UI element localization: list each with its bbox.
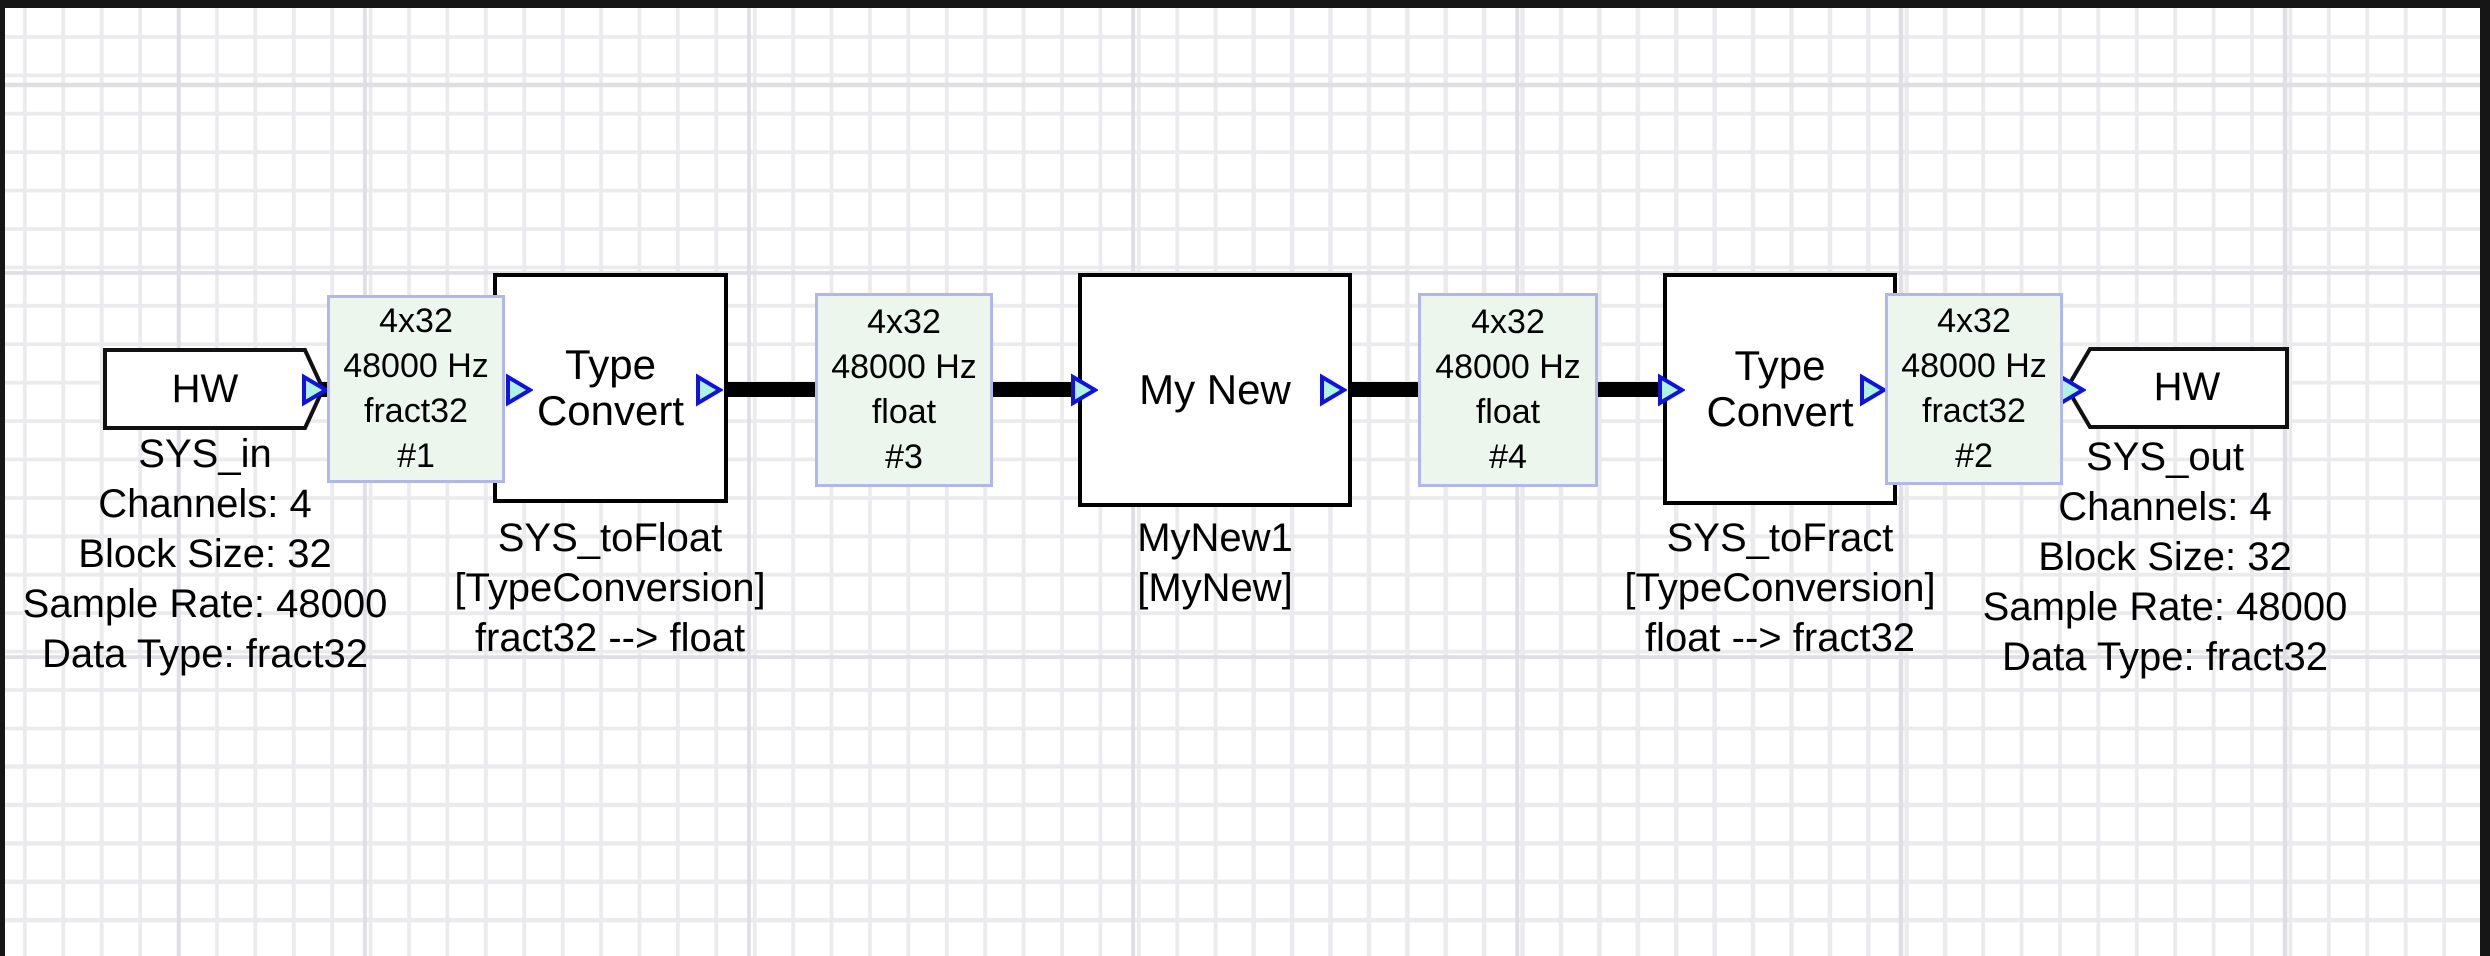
instance-name: SYS_toFloat	[497, 516, 723, 560]
caption-sys-tofract: SYS_toFract [TypeConversion] float --> f…	[1624, 513, 1935, 663]
instance-name: MyNew1	[1137, 516, 1293, 560]
wire-size: 4x32	[379, 302, 453, 340]
hw-output-block[interactable]	[2065, 346, 2289, 430]
window-border-left	[0, 0, 5, 956]
wire-number: #4	[1489, 438, 1527, 476]
conversion: float --> fract32	[1644, 616, 1916, 660]
wire-dtype: float	[871, 393, 937, 431]
module-mynew1[interactable]: My New	[1078, 273, 1352, 507]
output-pin-icon[interactable]	[1859, 373, 1887, 407]
wire-annotation-4[interactable]: 4x32 48000 Hz float #4	[1418, 293, 1598, 487]
module-class: [MyNew]	[1137, 566, 1293, 610]
module-title: Type Convert	[1706, 342, 1854, 435]
wire-size: 4x32	[1471, 303, 1545, 341]
wire-annotation-1[interactable]: 4x32 48000 Hz fract32 #1	[327, 295, 505, 483]
instance-name: SYS_in	[138, 432, 272, 476]
wire-size: 4x32	[1937, 302, 2011, 340]
hw-input-block[interactable]	[103, 348, 327, 432]
caption-sys-in: SYS_in Channels: 4 Block Size: 32 Sample…	[23, 429, 388, 679]
input-pin-icon[interactable]	[1070, 373, 1098, 407]
detail-line: Block Size: 32	[2038, 535, 2292, 579]
hw-output-label: HW	[2153, 365, 2221, 409]
wire-annotation-3[interactable]: 4x32 48000 Hz float #3	[815, 293, 993, 487]
detail-line: Channels: 4	[2058, 485, 2272, 529]
caption-sys-tofloat: SYS_toFloat [TypeConversion] fract32 -->…	[454, 513, 765, 663]
output-pin-icon[interactable]	[301, 373, 329, 407]
module-title: My New	[1139, 366, 1291, 413]
module-class: [TypeConversion]	[1624, 566, 1936, 610]
wire-dtype: float	[1475, 393, 1541, 431]
detail-line: Data Type: fract32	[41, 632, 369, 676]
wire-rate: 48000 Hz	[1901, 347, 2047, 385]
wire-rate: 48000 Hz	[343, 347, 489, 385]
wire-rate: 48000 Hz	[831, 348, 977, 386]
module-title: Type Convert	[536, 341, 685, 434]
output-pin-icon[interactable]	[695, 373, 723, 407]
detail-line: Sample Rate: 48000	[22, 582, 388, 626]
wire-dtype: fract32	[364, 392, 468, 430]
instance-name: SYS_toFract	[1666, 516, 1894, 560]
wire-number: #2	[1955, 437, 1993, 475]
output-pin-icon[interactable]	[1319, 373, 1347, 407]
window-border-top	[0, 0, 2490, 8]
detail-line: Sample Rate: 48000	[1982, 585, 2348, 629]
wire-number: #3	[885, 438, 923, 476]
module-sys-tofract[interactable]: Type Convert	[1663, 273, 1897, 505]
window-border-right	[2480, 0, 2490, 956]
detail-line: Block Size: 32	[78, 532, 332, 576]
module-sys-tofloat[interactable]: Type Convert	[493, 273, 728, 503]
input-pin-icon[interactable]	[505, 373, 533, 407]
wire-rate: 48000 Hz	[1435, 348, 1581, 386]
wire-size: 4x32	[867, 303, 941, 341]
conversion: fract32 --> float	[474, 616, 746, 660]
wire-annotation-2[interactable]: 4x32 48000 Hz fract32 #2	[1885, 293, 2063, 485]
module-class: [TypeConversion]	[454, 566, 766, 610]
wire-number: #1	[397, 437, 435, 475]
caption-mynew1: MyNew1 [MyNew]	[1137, 513, 1293, 613]
wire-dtype: fract32	[1922, 392, 2026, 430]
detail-line: Channels: 4	[98, 482, 312, 526]
caption-sys-out: SYS_out Channels: 4 Block Size: 32 Sampl…	[1983, 432, 2348, 682]
instance-name: SYS_out	[2086, 435, 2244, 479]
detail-line: Data Type: fract32	[2001, 635, 2329, 679]
input-pin-icon[interactable]	[1657, 373, 1685, 407]
hw-input-label: HW	[171, 366, 239, 411]
